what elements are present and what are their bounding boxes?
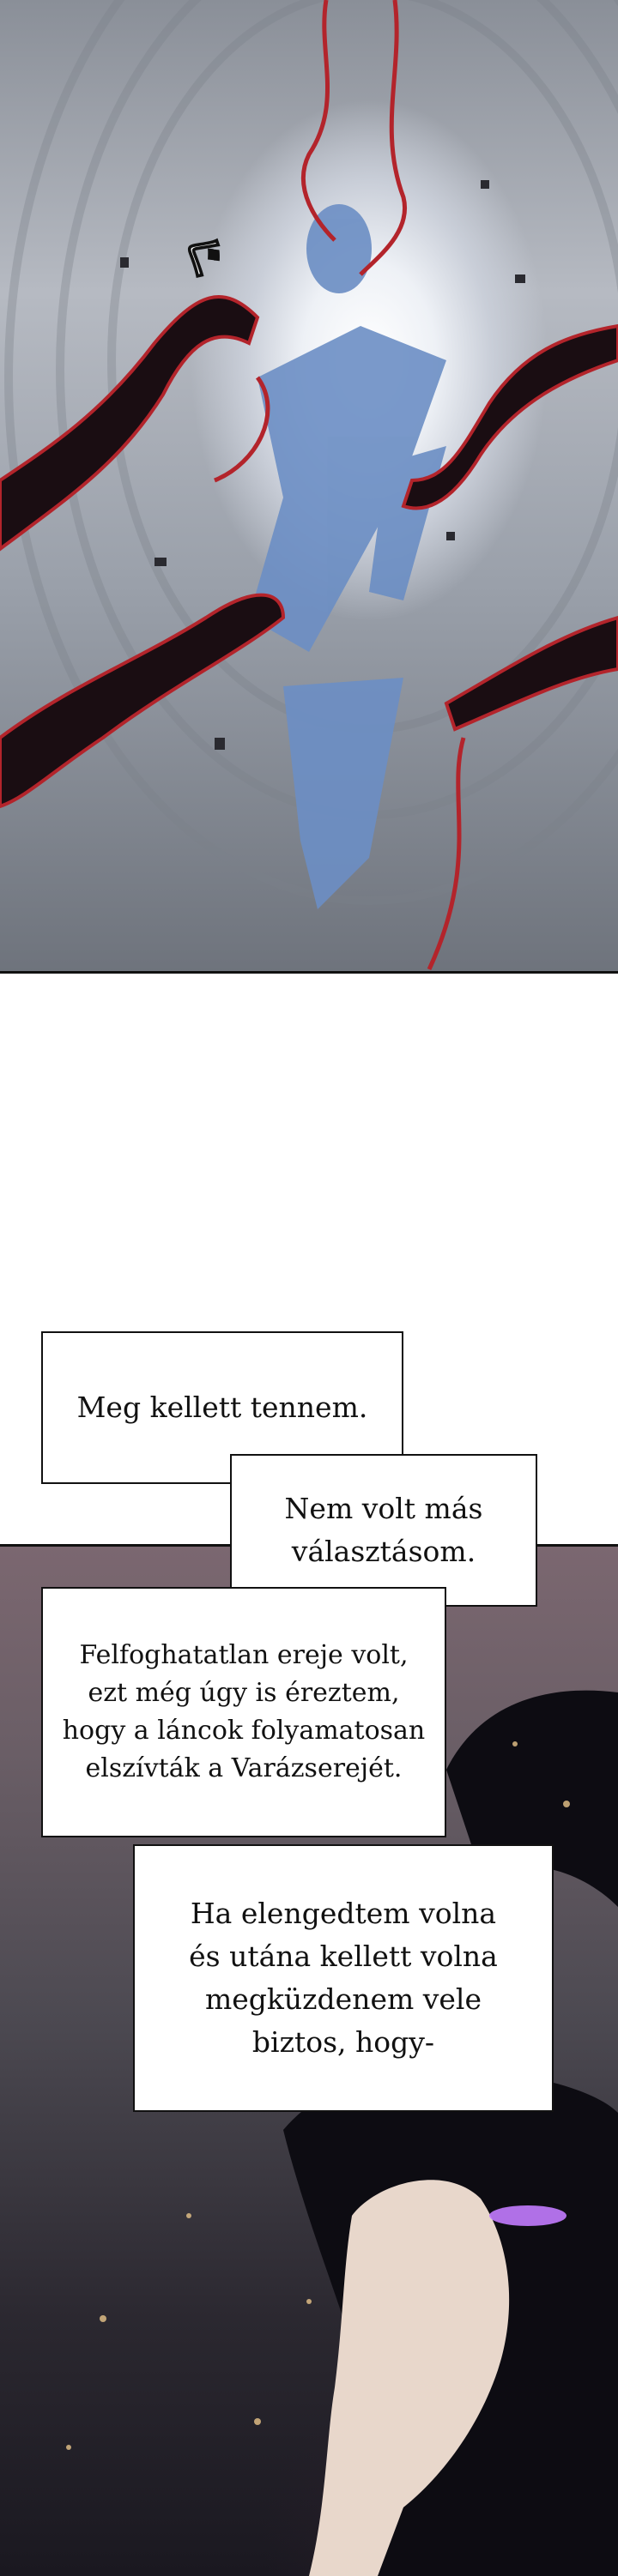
speech-bubble-text: Meg kellett tennem. [76,1391,368,1424]
character-face [309,2180,566,2576]
character-closeup-illustration [66,1690,618,2576]
speech-bubble-text: Nem volt más választásom. [284,1492,483,1568]
panel-border [0,971,618,974]
speech-bubble-2: Nem volt más választásom. [230,1454,537,1607]
chained-figure-illustration [0,0,618,971]
speech-bubble-text: Felfoghatatlan ereje volt, ezt még úgy i… [62,1640,426,1783]
speech-bubble-text: Ha elengedtem volna és utána kellett vol… [189,1897,498,2059]
speech-bubble-4: Ha elengedtem volna és utána kellett vol… [133,1844,554,2112]
floating-sparks [66,1741,570,2450]
glowing-eye [489,2205,566,2226]
speech-bubble-3: Felfoghatatlan ereje volt, ezt még úgy i… [41,1587,446,1837]
comic-panel-top: ぐ [0,0,618,974]
figure-silhouette [249,204,446,909]
